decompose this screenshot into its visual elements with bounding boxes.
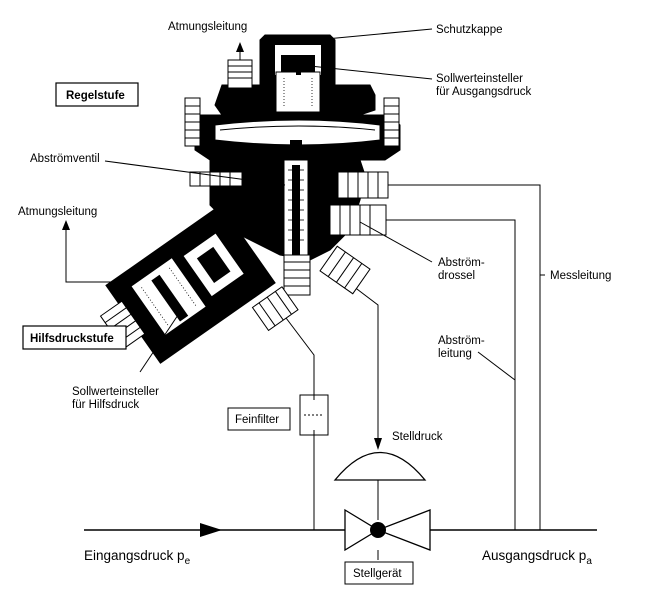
atmung-left-line [65,228,118,283]
label-schutzkappe: Schutzkappe [436,24,503,36]
label-eingangsdruck: Eingangsdruck pe [84,548,191,567]
messleitung-line [382,184,541,530]
label-abstroemdrossel-2: drossel [438,270,475,282]
label-stelldruck: Stelldruck [392,431,443,443]
label-abstroemleitung-2: leitung [438,348,472,360]
atmung-left-arrow-icon [62,220,70,230]
label-abstroemleitung-1: Abström- [438,335,485,347]
pipework [62,42,597,537]
stelldruck-line [344,279,379,445]
label-feinfilter: Feinfilter [235,414,279,426]
actuator-dome [333,451,427,481]
labels: Atmungsleitung Schutzkappe Regelstufe So… [18,21,611,585]
label-abstroemventil: Abströmventil [30,153,100,165]
label-messleitung: Messleitung [550,270,611,282]
abstroemleitung-line [375,219,516,530]
label-regelstufe: Regelstufe [66,90,125,102]
feinfilter-element [299,394,329,436]
feinfilter-box [227,407,291,431]
flow-arrow-icon [200,523,222,537]
label-sollwert-ausgang-2: für Ausgangsdruck [436,86,532,98]
label-hilfsdruckstufe: Hilfsdruckstufe [30,333,114,345]
atmung-top-arrow-icon [236,42,244,52]
label-atmung-top: Atmungsleitung [168,21,247,33]
hilfsdruckstufe-box [22,325,127,350]
regelstufe-body [184,34,401,332]
hilfsdruckstufe-body [99,204,276,364]
leader-lines [104,28,545,381]
label-sollwert-hilfs-1: Sollwerteinsteller [72,386,159,398]
valve-plug-icon [370,522,386,538]
supply-line [279,309,315,530]
label-stellgeraet: Stellgerät [353,568,402,580]
stelldruck-arrow-icon [374,438,382,450]
label-sollwert-ausgang-1: Sollwerteinsteller [436,73,523,85]
label-sollwert-hilfs-2: für Hilfsdruck [72,399,139,411]
label-abstroemdrossel-1: Abström- [438,257,485,269]
label-atmung-left: Atmungsleitung [18,206,97,218]
control-valve [333,451,431,560]
stellgeraet-box [344,561,414,585]
regelstufe-box [55,82,139,107]
label-ausgangsdruck: Ausgangsdruck pa [482,548,592,567]
